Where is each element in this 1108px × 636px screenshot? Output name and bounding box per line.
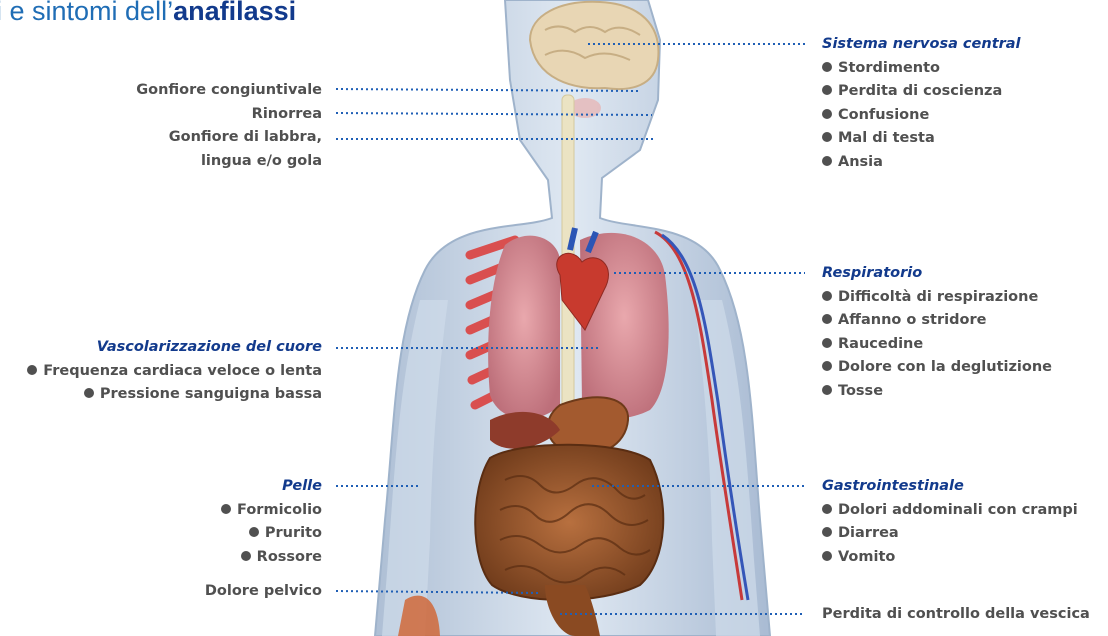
skin-section: Pelle Formicolio Prurito Rossore [221, 475, 322, 569]
heart-item: Pressione sanguigna bassa [27, 383, 322, 407]
face-symptom: Gonfiore congiuntivale [136, 79, 322, 103]
gastro-item: Diarrea [822, 522, 1078, 546]
skin-item: Formicolio [221, 499, 322, 523]
nervous-item: Perdita di coscienza [822, 80, 1021, 104]
respiratory-section: Respiratorio Difficoltà di respirazione … [822, 262, 1052, 404]
heart-section: Vascolarizzazione del cuore Frequenza ca… [27, 336, 322, 407]
nervous-item: Mal di testa [822, 127, 1021, 151]
skin-item: Prurito [221, 522, 322, 546]
nervous-item: Ansia [822, 151, 1021, 175]
heart-item: Frequenza cardiaca veloce o lenta [27, 360, 322, 384]
intestines [475, 445, 663, 600]
nervous-item: Stordimento [822, 57, 1021, 81]
respiratory-item: Raucedine [822, 333, 1052, 357]
gastro-section: Gastrointestinale Dolori addominali con … [822, 475, 1078, 569]
nervous-heading: Sistema nervosa central [822, 33, 1021, 57]
skin-item: Rossore [221, 546, 322, 570]
bladder-control: Perdita di controllo della vescica [822, 603, 1090, 627]
left-lung [488, 236, 560, 419]
nervous-section: Sistema nervosa central Stordimento Perd… [822, 33, 1021, 175]
respiratory-item: Affanno o stridore [822, 309, 1052, 333]
respiratory-item: Tosse [822, 380, 1052, 404]
face-symptom: Rinorrea [136, 103, 322, 127]
gastro-heading: Gastrointestinale [822, 475, 1078, 499]
heart-heading: Vascolarizzazione del cuore [27, 336, 322, 360]
respiratory-heading: Respiratorio [822, 262, 1052, 286]
respiratory-item: Difficoltà di respirazione [822, 286, 1052, 310]
face-symptom: lingua e/o gola [136, 150, 322, 174]
gastro-item: Dolori addominali con crampi [822, 499, 1078, 523]
nervous-item: Confusione [822, 104, 1021, 128]
pelvic-pain: Dolore pelvico [205, 580, 322, 604]
face-symptom: Gonfiore di labbra, [136, 126, 322, 150]
skin-heading: Pelle [221, 475, 322, 499]
gastro-item: Vomito [822, 546, 1078, 570]
respiratory-item: Dolore con la deglutizione [822, 356, 1052, 380]
face-symptoms: Gonfiore congiuntivale Rinorrea Gonfiore… [136, 79, 322, 173]
